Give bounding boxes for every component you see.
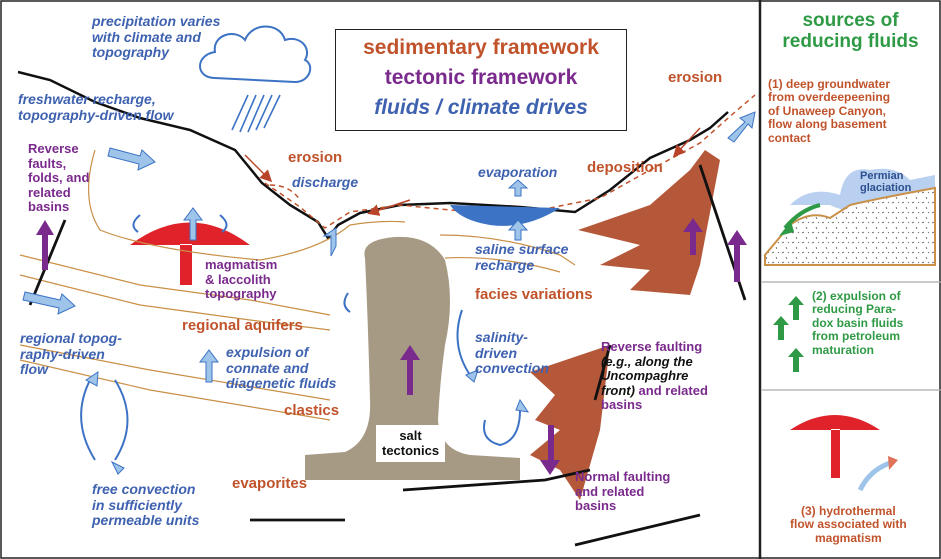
legend-fluids: fluids / climate drives — [374, 96, 588, 119]
expulsion-arrow-icon — [773, 296, 804, 372]
label-freshwater: freshwater recharge, topography-driven f… — [18, 91, 174, 123]
reverse-faulting-b: (e.g., along the Uncompaghre front) — [601, 353, 693, 398]
cloud-icon — [199, 25, 312, 84]
label-saline-recharge: saline surface recharge — [475, 241, 569, 273]
reverse-faulting-a: Reverse faulting — [601, 339, 703, 354]
label-reverse-faulting: Reverse faulting(e.g., along the Uncompa… — [601, 339, 751, 413]
label-precipitation: precipitation varies with climate and to… — [92, 13, 221, 61]
label-erosion-right: erosion — [668, 69, 723, 86]
label-expulsion: expulsion of connate and diagenetic flui… — [226, 344, 337, 392]
water-table — [264, 94, 756, 229]
label-salt-tectonics: salt tectonics — [376, 425, 446, 463]
rain-icon — [231, 94, 281, 133]
basement-rock — [764, 186, 936, 266]
laccolith-icon — [130, 222, 250, 285]
label-permian-glaciation: Permian glaciation — [860, 170, 912, 195]
saline-lake — [450, 205, 560, 226]
circulation-arrow-icon — [80, 214, 521, 461]
label-erosion-mid: erosion — [288, 149, 343, 166]
label-discharge: discharge — [292, 174, 359, 190]
strata-lines — [19, 149, 576, 421]
fault-lines — [28, 164, 747, 547]
sidebar-source-2: (2) expulsion of reducing Para- dox basi… — [812, 289, 904, 357]
legend-sedimentary: sedimentary framework — [363, 36, 599, 59]
sediment-wedge — [578, 150, 720, 295]
reverse-faulting-c: and related basins — [601, 382, 708, 413]
label-facies: facies variations — [475, 286, 593, 303]
label-clastics: clastics — [284, 402, 340, 419]
legend-box: sedimentary framework tectonic framework… — [335, 29, 627, 131]
sidebar-source-3: (3) hydrothermal flow associated with ma… — [790, 504, 907, 545]
label-deposition: deposition — [587, 159, 663, 176]
label-free-convection: free convection in sufficiently permeabl… — [92, 481, 200, 529]
label-evaporites: evaporites — [232, 475, 308, 492]
legend-tectonic: tectonic framework — [384, 66, 578, 89]
sidebar-source-1: (1) deep groundwater from overdeepeening… — [768, 77, 891, 145]
topography-surface — [17, 70, 729, 241]
label-regional-aquifers: regional aquifers — [182, 317, 303, 334]
label-salinity-convection: salinity- driven convection — [475, 329, 549, 377]
label-reverse-faults: Reverse faults, folds, and related basin… — [28, 141, 90, 215]
label-magmatism: magmatism & laccolith topography — [205, 257, 278, 302]
flow-arrow-icon — [22, 111, 756, 383]
label-evaporation: evaporation — [478, 164, 558, 180]
sidebar-title: sources of reducing fluids — [782, 10, 919, 53]
label-normal-faulting: Normal faulting and related basins — [575, 469, 671, 514]
label-regional-flow: regional topog- raphy-driven flow — [20, 330, 122, 378]
magmatism-icon — [790, 415, 880, 478]
uplift-arrow-icon — [36, 218, 747, 475]
